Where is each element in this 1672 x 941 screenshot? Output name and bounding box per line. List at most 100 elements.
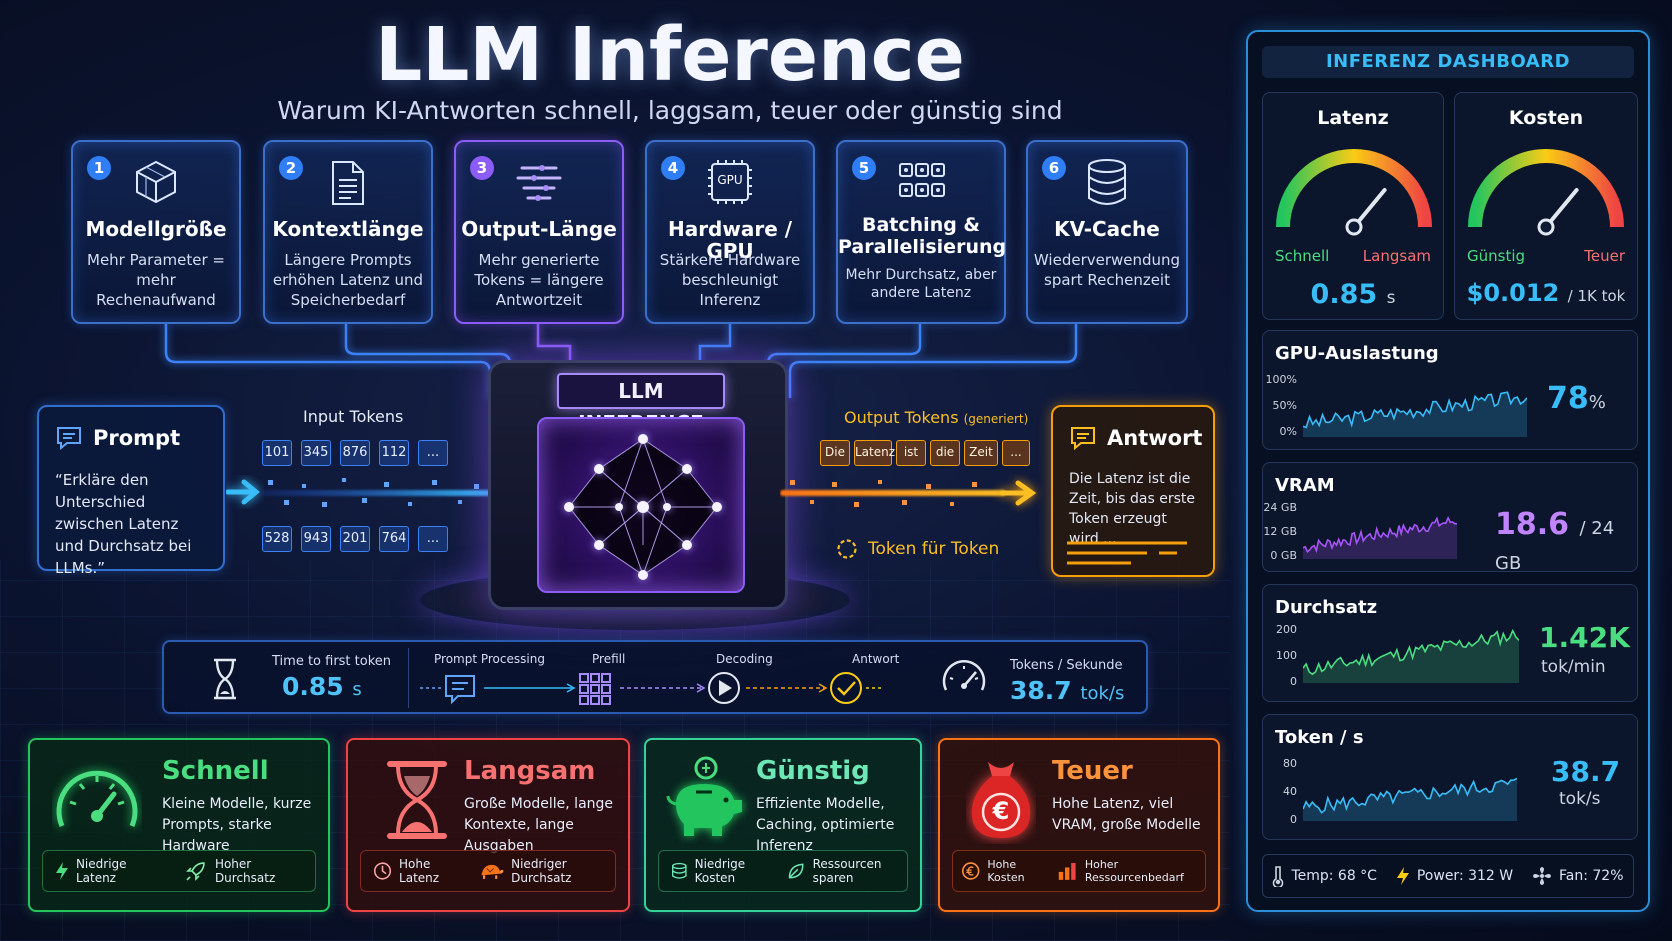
batch-grid-icon: [899, 163, 945, 197]
axis-label: 100: [1276, 649, 1297, 662]
play-icon: [708, 672, 740, 704]
ttft-value: 0.85: [282, 672, 344, 701]
factor-desc: Mehr Parameter = mehr Rechenaufwand: [87, 251, 225, 309]
fan-readout: Fan: 72%: [1559, 868, 1624, 884]
gauge-right-label: Teuer: [1584, 247, 1625, 265]
cube-icon: [136, 160, 176, 204]
temp-readout: Temp: 68 °C: [1291, 868, 1377, 884]
llm-core: LLM INFERENCE: [488, 360, 788, 610]
factor-desc: Wiederverwendung spart Rechenzeit: [1033, 251, 1181, 289]
category-tag: Niedrige Kosten: [694, 857, 746, 885]
factor-title: Modellgröße: [85, 217, 227, 241]
factor-card-output-laenge: 3 Output-Länge Mehr generierte Tokens = …: [454, 140, 624, 324]
speedometer-icon: [942, 660, 986, 691]
metric-title: VRAM: [1275, 475, 1335, 496]
input-token-row-2: 528 943 201 764 ...: [262, 526, 458, 556]
category-title: Teuer: [1052, 756, 1133, 786]
input-token: 345: [301, 440, 331, 466]
lightning-icon: [55, 862, 68, 880]
output-token-row: Die Latenz ist die Zeit ...: [820, 440, 1032, 470]
factor-card-kontextlaenge: 2 Kontextlänge Längere Prompts erhöhen L…: [263, 140, 433, 324]
input-token: 528: [262, 526, 292, 552]
factor-desc: Mehr Durchsatz, aber andere Latenz: [845, 267, 997, 301]
bar-chart-icon: [1058, 863, 1076, 880]
neural-network-icon: [564, 434, 722, 580]
factor-desc: Längere Prompts erhöhen Latenz und Speic…: [272, 251, 424, 309]
core-label: LLM INFERENCE: [557, 373, 725, 435]
latency-gauge-panel: Latenz Schnell Langsam 0.85 s: [1262, 92, 1444, 320]
thermometer-icon: [1273, 866, 1284, 887]
output-token: Latenz: [854, 440, 895, 466]
input-token: 943: [301, 526, 331, 552]
hourglass-icon: [214, 658, 236, 700]
page-subtitle: Warum KI-Antworten schnell, laggsam, teu…: [277, 96, 1063, 125]
answer-lines: [1067, 541, 1187, 565]
currency-symbol: €: [992, 797, 1010, 825]
category-title: Langsam: [464, 756, 596, 786]
leaf-icon: [789, 863, 804, 879]
speedometer-icon: [56, 770, 138, 827]
sparkline-line: [1303, 516, 1457, 554]
input-token-row-1: 101 345 876 112 ...: [262, 440, 458, 470]
category-tag: Hohe Kosten: [987, 858, 1025, 884]
answer-title: Antwort: [1107, 426, 1203, 450]
gpu-sparkline: [1303, 391, 1527, 437]
output-token: die: [930, 440, 960, 466]
dashboard-footer: Temp: 68 °C Power: 312 W Fan: 72%: [1262, 854, 1634, 898]
vram-unit: / 24 GB: [1495, 518, 1615, 574]
output-token: Die: [820, 440, 850, 466]
factor-title: KV-Cache: [1054, 217, 1160, 241]
axis-label: 24 GB: [1263, 501, 1297, 514]
piggy-bank-icon: [666, 756, 742, 836]
input-token: 201: [340, 526, 370, 552]
axis-label: 100%: [1265, 373, 1297, 386]
turtle-icon: [481, 864, 504, 879]
input-token: 101: [262, 440, 292, 466]
vram-panel: VRAM 24 GB 12 GB 0 GB 18.6 / 24 GB: [1262, 462, 1638, 574]
latency-value: 0.85: [1310, 279, 1378, 310]
arrow-right-icon: [999, 480, 1037, 506]
gpu-usage-panel: GPU-Auslastung 100% 50% 0% 78%: [1262, 330, 1638, 450]
input-token: 764: [379, 526, 409, 552]
ttft-unit: s: [352, 679, 362, 700]
factor-title: Batching & Parallelisierung: [838, 214, 1007, 258]
prompt-box: Prompt “Erkläre den Unterschied zwischen…: [37, 405, 225, 577]
step-decoding: Decoding: [716, 652, 773, 666]
timeline-bar: Time to first token 0.85 s Prompt Proces…: [162, 640, 1148, 714]
ttft-label: Time to first token: [272, 654, 392, 669]
vram-sparkline: [1303, 516, 1457, 559]
gpu-chip-icon: GPU: [704, 158, 756, 208]
gauge-left-label: Günstig: [1467, 247, 1526, 265]
sparkline-line: [1303, 628, 1519, 676]
chat-icon: [57, 427, 81, 451]
check-circle-icon: [830, 672, 862, 704]
gauge-right-label: Langsam: [1362, 247, 1431, 265]
factor-number: 2: [279, 156, 303, 180]
category-tag: Hohe Latenz: [399, 857, 440, 885]
gpu-chip-label: GPU: [717, 173, 743, 187]
dashboard-title: INFERENZ DASHBOARD: [1262, 46, 1634, 78]
output-tokens-label: Output Tokens: [844, 408, 959, 427]
factor-title: Output-Länge: [461, 217, 617, 241]
coins-icon: [671, 862, 687, 879]
category-tag: Hoher Durchsatz: [214, 857, 276, 885]
tokens-value: 38.7: [1551, 755, 1621, 788]
factor-number: 1: [87, 156, 111, 180]
latency-unit: s: [1386, 288, 1396, 308]
answer-text: Die Latenz ist die Zeit, bis das erste T…: [1069, 471, 1195, 547]
fan-icon: [1533, 867, 1552, 885]
factor-card-hardware-gpu: 4 GPU Hardware / GPU Stärkere Hardware b…: [645, 140, 815, 324]
timeline-steps: [420, 672, 882, 705]
cost-gauge-panel: Kosten Günstig Teuer $0.012 / 1K tok: [1454, 92, 1638, 320]
category-desc: Effiziente Modelle, Caching, optimierte …: [756, 796, 895, 854]
cost-value: $0.012: [1466, 279, 1560, 307]
prompt-text: “Erkläre den Unterschied zwischen Latenz…: [55, 471, 192, 577]
sparkline-area: [1303, 630, 1519, 683]
category-tag: Niedriger Durchsatz: [511, 857, 572, 885]
axis-label: 80: [1283, 757, 1297, 770]
factor-card-modellgroesse: 1 Modellgröße Mehr Parameter = mehr Rech…: [71, 140, 241, 324]
output-token: ...: [1002, 440, 1030, 466]
metric-title: GPU-Auslastung: [1275, 343, 1439, 364]
input-token: ...: [418, 440, 448, 466]
output-tokens-note: (generiert): [963, 412, 1029, 426]
